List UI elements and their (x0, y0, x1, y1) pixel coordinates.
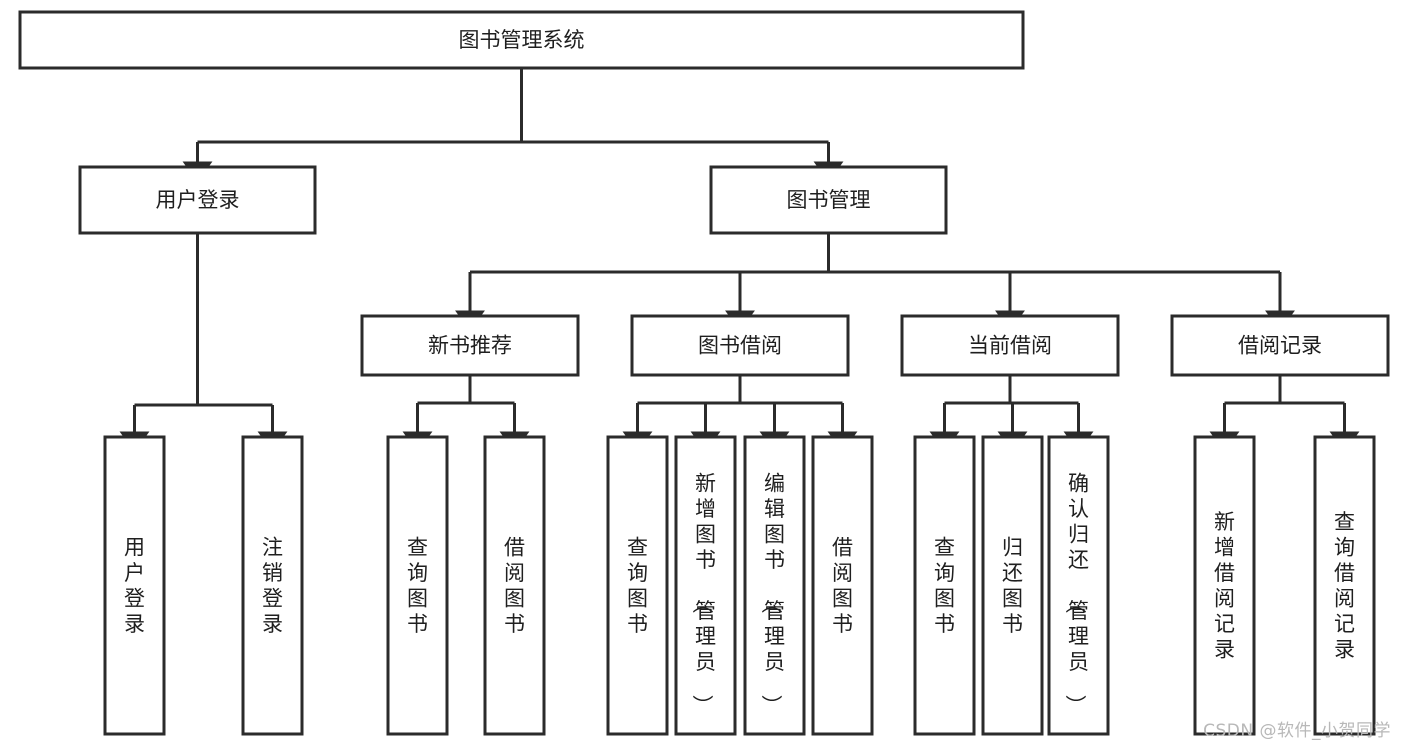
node-box (1047, 435, 1110, 736)
node-box (241, 435, 304, 736)
node-leaf-borrow-book-1[interactable]: 借阅图书 (483, 435, 546, 736)
node-box (913, 435, 976, 736)
node-box (606, 435, 669, 736)
node-label: 新书推荐 (428, 334, 512, 358)
node-leaf-user-login[interactable]: 用户登录 (103, 435, 166, 736)
node-label: 图书借阅 (698, 334, 782, 358)
node-box (630, 314, 850, 377)
node-label: 当前借阅 (968, 334, 1052, 358)
node-label: 图书管理系统 (459, 28, 585, 52)
node-current-borrow[interactable]: 当前借阅 (900, 314, 1120, 377)
node-label: 查询图书 (934, 535, 955, 636)
node-box (386, 435, 449, 736)
node-label: 查询图书 (627, 535, 648, 636)
node-user-login[interactable]: 用户登录 (78, 165, 317, 235)
node-label: 确认归还（管理员） (1063, 472, 1089, 716)
node-new-book-rec[interactable]: 新书推荐 (360, 314, 580, 377)
node-leaf-return-book[interactable]: 归还图书 (981, 435, 1044, 736)
node-box (18, 10, 1025, 70)
node-label: 注销登录 (262, 535, 283, 636)
node-leaf-borrow-book-2[interactable]: 借阅图书 (811, 435, 874, 736)
node-box (1193, 435, 1256, 736)
node-leaf-add-record[interactable]: 新增借阅记录 (1193, 435, 1256, 736)
node-book-borrow[interactable]: 图书借阅 (630, 314, 850, 377)
node-box (743, 435, 806, 736)
node-box (981, 435, 1044, 736)
node-label: 新增借阅记录 (1214, 510, 1235, 662)
node-leaf-edit-book[interactable]: 编辑图书（管理员） (743, 435, 806, 736)
node-label: 归还图书 (1002, 535, 1023, 636)
node-box (78, 165, 317, 235)
node-leaf-add-book[interactable]: 新增图书（管理员） (674, 435, 737, 736)
node-book-manage[interactable]: 图书管理 (709, 165, 948, 235)
edge-layer (119, 68, 1360, 453)
node-label: 借阅记录 (1238, 334, 1322, 358)
node-box (900, 314, 1120, 377)
node-label: 借阅图书 (504, 535, 525, 636)
node-box (1170, 314, 1390, 377)
node-borrow-record[interactable]: 借阅记录 (1170, 314, 1390, 377)
node-label: 新增图书（管理员） (690, 472, 716, 716)
node-leaf-query-book-3[interactable]: 查询图书 (913, 435, 976, 736)
node-leaf-confirm-return[interactable]: 确认归还（管理员） (1047, 435, 1110, 736)
node-box (811, 435, 874, 736)
node-box (483, 435, 546, 736)
node-box (103, 435, 166, 736)
node-label: 编辑图书（管理员） (759, 472, 785, 716)
node-layer: 图书管理系统用户登录图书管理新书推荐图书借阅当前借阅借阅记录用户登录注销登录查询… (18, 10, 1390, 736)
node-label: 查询图书 (407, 535, 428, 636)
node-label: 用户登录 (124, 535, 145, 636)
node-leaf-query-book-2[interactable]: 查询图书 (606, 435, 669, 736)
node-leaf-logout[interactable]: 注销登录 (241, 435, 304, 736)
node-box (709, 165, 948, 235)
node-box (674, 435, 737, 736)
node-box (1313, 435, 1376, 736)
node-label: 用户登录 (156, 188, 240, 212)
node-label: 查询借阅记录 (1334, 510, 1355, 662)
node-root[interactable]: 图书管理系统 (18, 10, 1025, 70)
node-box (360, 314, 580, 377)
node-label: 图书管理 (787, 188, 871, 212)
node-label: 借阅图书 (832, 535, 853, 636)
node-leaf-query-record[interactable]: 查询借阅记录 (1313, 435, 1376, 736)
node-leaf-query-book-1[interactable]: 查询图书 (386, 435, 449, 736)
